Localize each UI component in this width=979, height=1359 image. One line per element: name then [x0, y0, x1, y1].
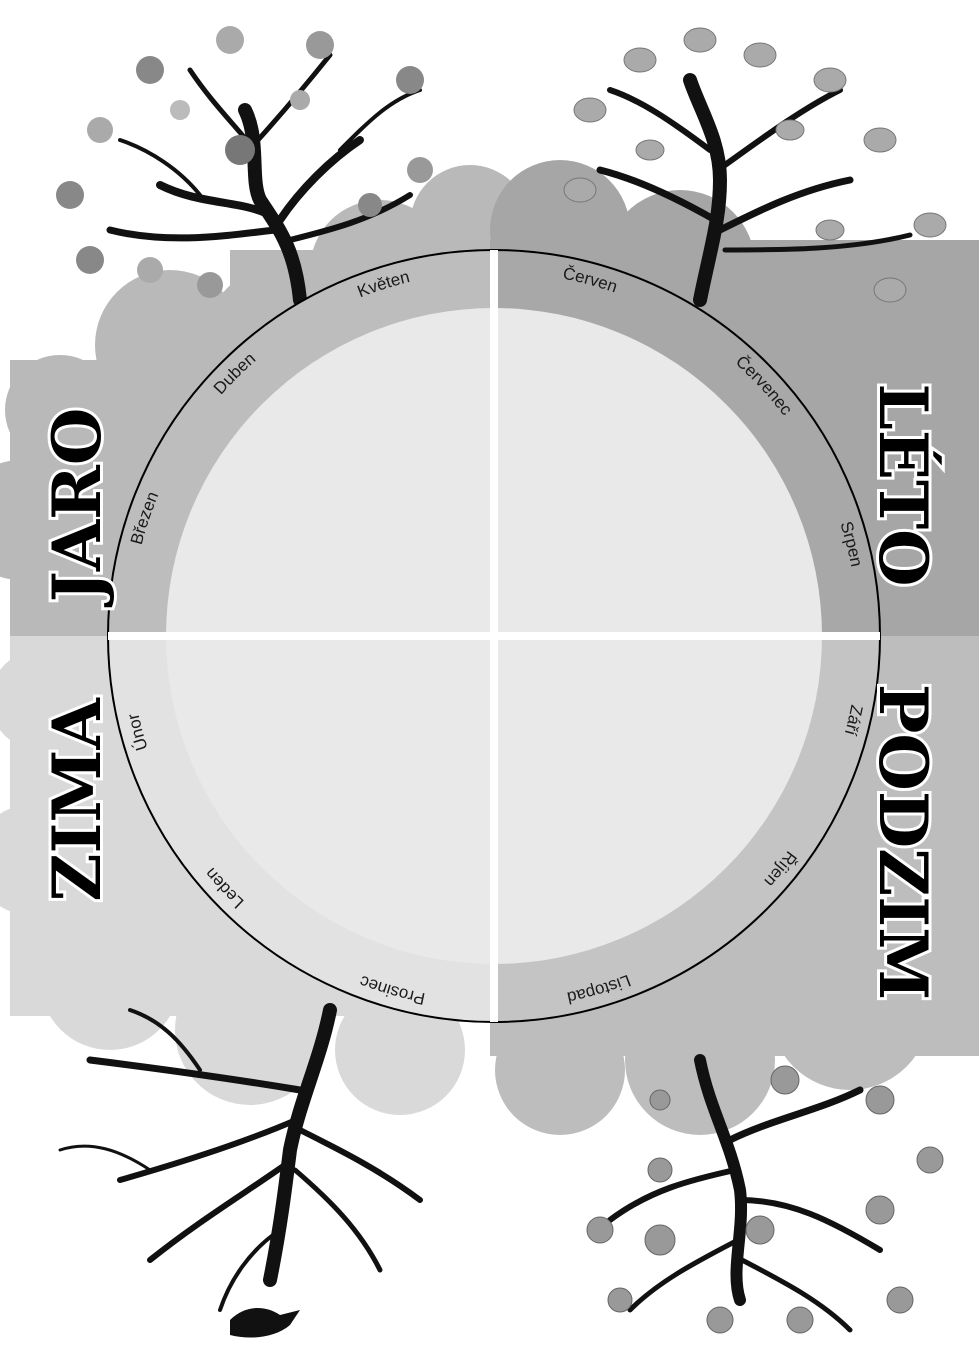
season-title-summer: LÉTO — [864, 383, 942, 586]
season-title-autumn: PODZIM — [864, 684, 942, 1000]
season-title-spring: JARO — [38, 408, 116, 608]
season-wheel: Březen Duben Květen Červen Červenec Srpe… — [108, 250, 880, 1022]
season-title-winter: ZIMA — [38, 698, 116, 902]
bird-icon — [230, 1308, 300, 1337]
